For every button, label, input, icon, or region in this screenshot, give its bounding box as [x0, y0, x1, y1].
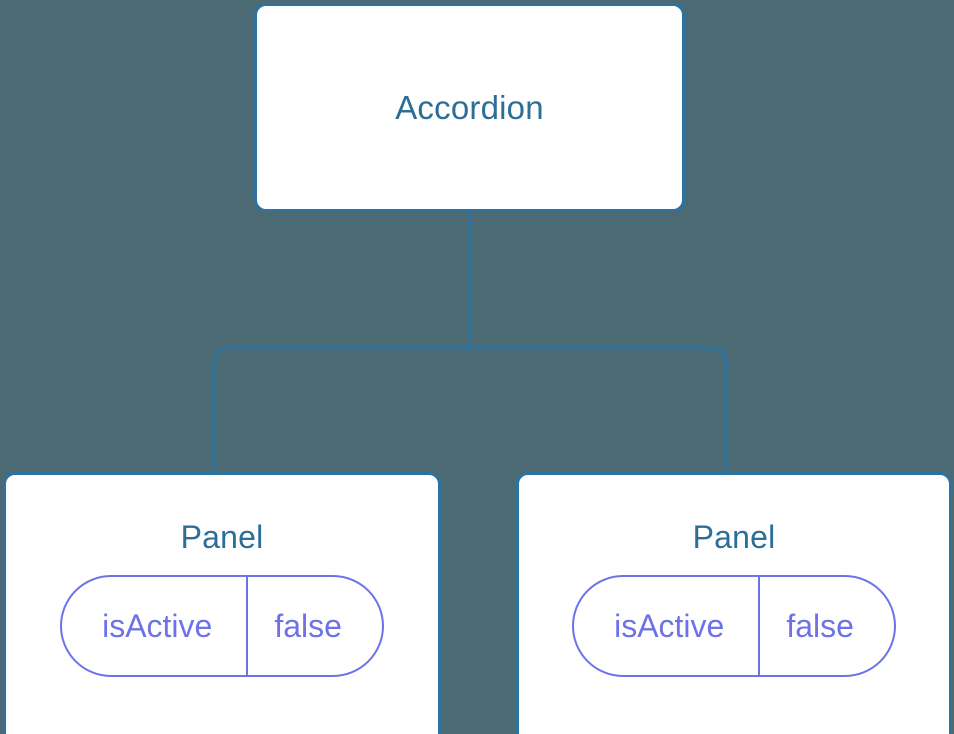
- prop-pill-isactive[interactable]: isActive false: [572, 575, 896, 677]
- node-title: Accordion: [395, 89, 544, 126]
- prop-pill-isactive[interactable]: isActive false: [60, 575, 384, 677]
- node-panel-0[interactable]: Panel isActive false: [3, 472, 441, 734]
- node-panel-1[interactable]: Panel isActive false: [516, 472, 952, 734]
- prop-key: isActive: [614, 608, 725, 644]
- edge-root-to-panel-0: [212, 346, 470, 476]
- edge-root-to-panel-1: [470, 346, 728, 476]
- node-accordion[interactable]: Accordion: [254, 3, 685, 212]
- node-title: Panel: [180, 519, 264, 555]
- prop-value: false: [246, 577, 382, 675]
- node-title: Panel: [692, 519, 776, 555]
- prop-value: false: [758, 577, 894, 675]
- prop-key: isActive: [102, 608, 213, 644]
